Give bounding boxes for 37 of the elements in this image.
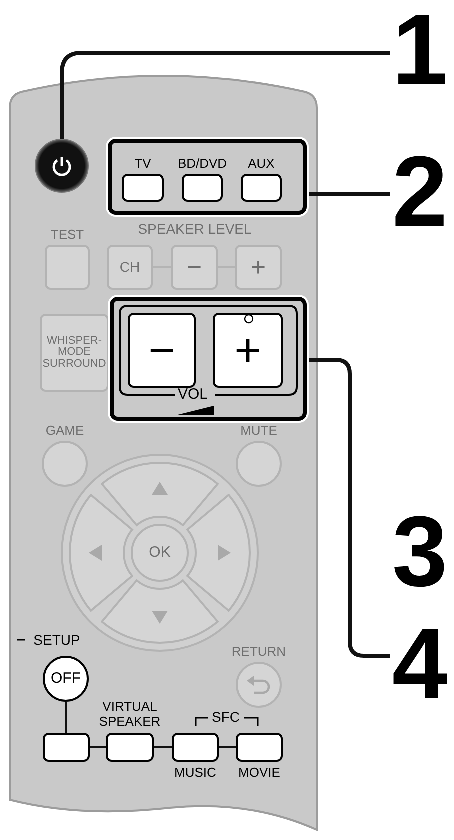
callout-frame [110, 297, 307, 421]
callout-number: 2 [390, 150, 450, 238]
button-label: GAME [44, 423, 86, 438]
button-label: MUSIC [174, 765, 218, 780]
right-arrow-key [186, 494, 251, 612]
down-arrow-key [101, 579, 219, 644]
button-label: VIRTUAL SPEAKER [98, 699, 162, 729]
connector-line [219, 746, 236, 748]
left-arrow-key [69, 494, 134, 612]
button-label: MUTE [240, 423, 278, 438]
up-arrow-key [101, 462, 219, 527]
callout-number: 4 [390, 622, 450, 710]
button-label: AUX [247, 156, 276, 171]
section-label: SPEAKER LEVEL [137, 220, 253, 238]
connector-line [65, 702, 67, 733]
remote-button: + [235, 245, 282, 290]
callout-number: 1 [390, 8, 450, 96]
remote-button: − [128, 313, 196, 388]
connector-line [154, 746, 172, 748]
remote-button: CH [107, 245, 153, 290]
remote-button: WHISPER-MODE SURROUND [40, 314, 109, 392]
leader-line [60, 51, 390, 139]
remote-button: − [171, 245, 218, 290]
remote-button [43, 733, 90, 762]
connector-line [90, 746, 106, 748]
button-label: TV [134, 156, 152, 171]
button-label: RETURN [231, 644, 287, 659]
callout-number: 3 [391, 510, 449, 598]
callout-frame [108, 139, 307, 215]
section-label: SETUP [32, 631, 82, 649]
leader-line [307, 192, 390, 196]
button-label: TEST [50, 227, 86, 242]
button-label: BD/DVD [176, 156, 228, 171]
button-label: VOL [176, 386, 209, 404]
leader-line [307, 358, 390, 658]
remote-button: + [213, 313, 283, 388]
button-label: MOVIE [238, 765, 282, 780]
